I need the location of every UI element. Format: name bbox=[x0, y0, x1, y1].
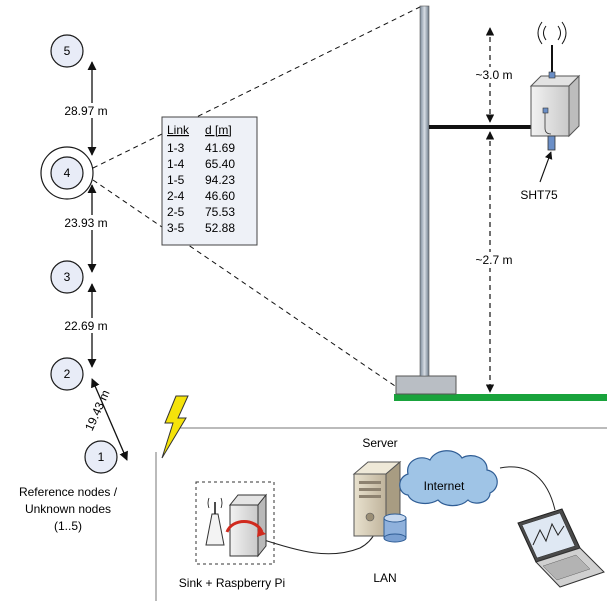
zoom-line-top bbox=[92, 5, 423, 169]
link-table-header-distance: d [m] bbox=[205, 123, 232, 137]
distance-2-3: 22.69 m bbox=[64, 319, 107, 333]
pole-shaft bbox=[419, 5, 430, 377]
sensor-pointer-arrow bbox=[539, 151, 553, 183]
node-3-label: 3 bbox=[64, 270, 71, 284]
legend-line-3: (1..5) bbox=[54, 519, 82, 533]
link-table-distance-cell: 75.53 bbox=[205, 205, 235, 219]
height-upper-label: ~3.0 m bbox=[475, 68, 512, 82]
internet-cloud-icon bbox=[399, 450, 498, 507]
sink-label: Sink + Raspberry Pi bbox=[179, 576, 285, 590]
node-2: 2 bbox=[50, 357, 84, 391]
sensor-pole: ~3.0 m ~2.7 m SHT75 bbox=[394, 5, 607, 401]
link-table-header-link: Link bbox=[167, 123, 190, 137]
link-table-distance-cell: 65.40 bbox=[205, 157, 235, 171]
link-table-link-cell: 1-3 bbox=[167, 141, 185, 155]
pole-arm bbox=[429, 125, 531, 129]
sink-raspberry-pi bbox=[195, 481, 275, 565]
lan-label: LAN bbox=[373, 571, 396, 585]
link-table-link-cell: 2-5 bbox=[167, 205, 185, 219]
sync-arrow-icon bbox=[225, 520, 264, 533]
link-table: Link d [m] 1-3 41.69 1-4 65.40 1-5 94.23 2-4 46… bbox=[161, 116, 258, 246]
node-4: 4 bbox=[40, 146, 94, 200]
wireless-lightning-icon bbox=[161, 395, 189, 459]
legend-line-2: Unknown nodes bbox=[25, 502, 111, 516]
sensor-node-box bbox=[529, 45, 581, 151]
distance-4-5: 28.97 m bbox=[64, 104, 107, 118]
link-table-link-cell: 1-4 bbox=[167, 157, 185, 171]
database-icon bbox=[383, 513, 407, 543]
laptop-icon bbox=[517, 508, 605, 588]
arrow-2-1 bbox=[91, 378, 128, 461]
link-table-distance-cell: 41.69 bbox=[205, 141, 235, 155]
internet-label: Internet bbox=[424, 479, 465, 493]
node-5-label: 5 bbox=[64, 44, 71, 58]
node-3: 3 bbox=[50, 260, 84, 294]
server-icon bbox=[352, 460, 402, 538]
server-label: Server bbox=[362, 436, 397, 450]
node-chain: 5 4 3 2 1 28.97 m 23.93 m 22.69 m 19.43 … bbox=[19, 34, 128, 533]
node-1-label: 1 bbox=[98, 450, 105, 464]
link-table-distance-cell: 52.88 bbox=[205, 221, 235, 235]
distance-1-2: 19.43 m bbox=[82, 388, 112, 433]
legend-line-1: Reference nodes / bbox=[19, 485, 118, 499]
node-2-label: 2 bbox=[64, 367, 71, 381]
height-lower-label: ~2.7 m bbox=[475, 253, 512, 267]
zoom-line-bottom bbox=[92, 179, 399, 389]
link-table-link-cell: 2-4 bbox=[167, 189, 185, 203]
ground-strip bbox=[394, 394, 607, 401]
node-5: 5 bbox=[50, 34, 84, 68]
link-table-link-cell: 1-5 bbox=[167, 173, 185, 187]
link-table-link-cell: 3-5 bbox=[167, 221, 185, 235]
node-4-label: 4 bbox=[64, 166, 71, 180]
distance-3-4: 23.93 m bbox=[64, 216, 107, 230]
pole-base bbox=[395, 375, 457, 395]
network-section: Sink + Raspberry Pi LAN Server Internet bbox=[155, 395, 607, 601]
link-table-distance-cell: 94.23 bbox=[205, 173, 235, 187]
link-table-rows: 1-3 41.69 1-4 65.40 1-5 94.23 2-4 46.60 2-5 75.53… bbox=[167, 141, 235, 235]
sensor-label: SHT75 bbox=[520, 188, 558, 202]
antenna-signal-icon bbox=[537, 21, 567, 45]
node-1: 1 bbox=[84, 440, 118, 474]
link-table-distance-cell: 46.60 bbox=[205, 189, 235, 203]
internet-cable bbox=[499, 466, 556, 511]
